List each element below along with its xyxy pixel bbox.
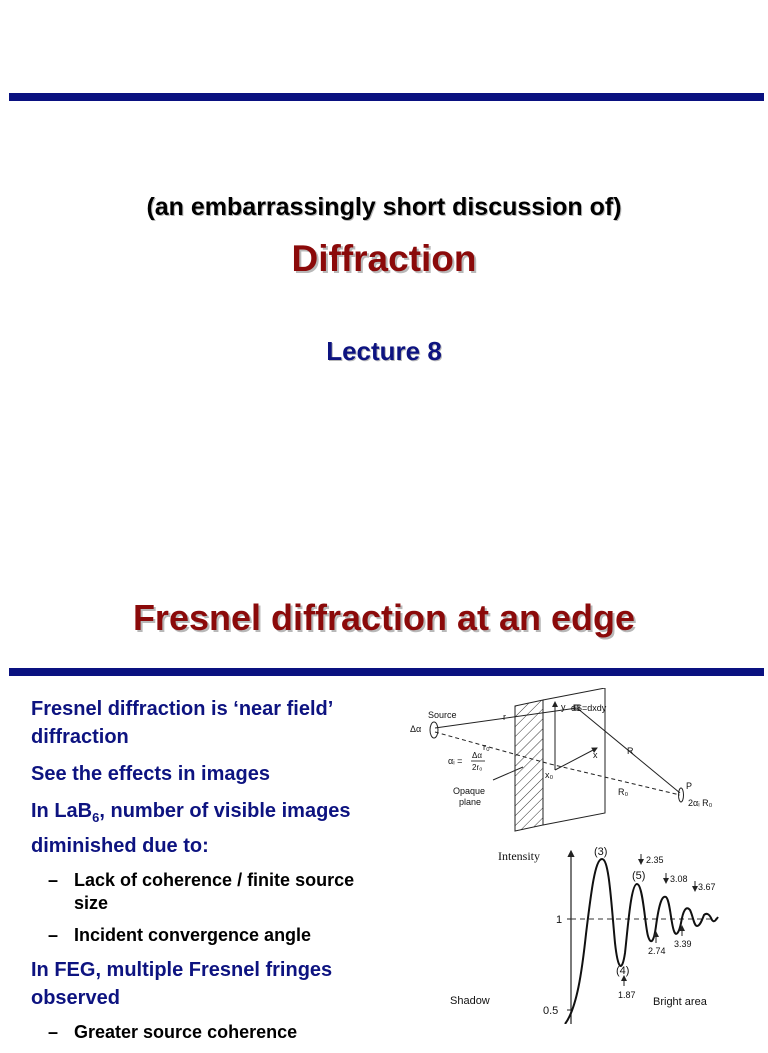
dash-marker: – (48, 925, 59, 945)
lecture-number: Lecture 8 (326, 336, 442, 366)
slide-title: Fresnel diffraction at an edge (132, 597, 636, 638)
label-P: P (686, 781, 692, 791)
intensity-plot (564, 849, 719, 1025)
source-disk (429, 721, 439, 739)
bullet-feg: In FEG, multiple Fresnel fringes observe… (31, 959, 333, 1009)
lab6-prefix: In LaB (31, 800, 93, 822)
sub-bullet-text: Greater source coherence (74, 1022, 298, 1042)
bullet-effects: See the effects in images (31, 763, 270, 785)
sub-bullet-coherence: –Lack of coherence / finite source size (31, 869, 376, 915)
ray-R (576, 707, 681, 794)
aperture-plane (542, 687, 606, 826)
label-187: 1.87 (618, 990, 636, 1000)
cover-subtitle: (an embarrassingly short discussion of) (146, 193, 622, 221)
cover-title: Diffraction (291, 238, 477, 279)
top-divider (9, 93, 764, 101)
sub-bullet-text: Incident convergence angle (74, 925, 312, 945)
tick-label-1: 1 (556, 914, 562, 926)
lab6-subscript: 6 (92, 810, 100, 825)
ray-r0 (434, 731, 551, 765)
label-339: 3.39 (674, 939, 692, 949)
fresnel-figure: Source Δα r r₀ αᵢ = Δα 2r₀ y dS=dxdy x x… (405, 687, 745, 1025)
intensity-curve (564, 857, 719, 1025)
lab6-suffix: , number of visible images diminished du… (31, 800, 351, 857)
label-shadow: Shadow (450, 995, 490, 1007)
bullet-lab6: In LaB6, number of visible images dimini… (31, 797, 376, 860)
geometry-labels: Source Δα r r₀ αᵢ = Δα 2r₀ y dS=dxdy x x… (410, 702, 713, 808)
bullet-list: Fresnel diffraction is ‘near field’ diff… (31, 695, 376, 1053)
label-274: 2.74 (648, 946, 666, 956)
dash-marker: – (48, 1022, 59, 1042)
label-y: y (561, 702, 566, 712)
label-bright-area: Bright area (653, 996, 708, 1008)
label-235: 2.35 (646, 855, 664, 865)
area-element (573, 704, 580, 711)
label-peak-5: (5) (632, 870, 645, 882)
label-x0: x₀ (545, 770, 554, 780)
label-2alpha-R0: 2αᵢ R₀ (688, 798, 713, 808)
x-axis (554, 747, 598, 771)
observation-disk (678, 787, 684, 803)
label-intensity: Intensity (498, 849, 540, 863)
tick-label-05: 0.5 (543, 1005, 558, 1017)
label-R: R (627, 746, 634, 756)
label-plane: plane (459, 797, 481, 807)
fresnel-figure-svg: Source Δα r r₀ αᵢ = Δα 2r₀ y dS=dxdy x x… (410, 687, 719, 1025)
label-367: 3.67 (698, 882, 716, 892)
label-r0: r₀ (483, 742, 490, 752)
label-r: r (503, 712, 506, 722)
opaque-plane (514, 699, 544, 832)
sub-bullet-greater: –Greater source coherence (31, 1021, 376, 1044)
plot-labels: Intensity Shadow Bright area 1 0.5 (3) (… (450, 846, 716, 1017)
label-ds: dS=dxdy (571, 703, 607, 713)
label-308: 3.08 (670, 874, 688, 884)
edge-geometry-diagram (429, 687, 684, 832)
bullet-near-field: Fresnel diffraction is ‘near field’ diff… (31, 698, 333, 748)
sub-bullet-convergence: –Incident convergence angle (31, 924, 376, 947)
sub-bullet-text: Lack of coherence / finite source size (74, 870, 355, 913)
dash-marker: – (48, 870, 59, 890)
label-R0: R₀ (618, 787, 628, 797)
label-alpha-i: αᵢ = (448, 756, 462, 766)
label-min-4: (4) (616, 965, 629, 977)
slide-divider (9, 668, 764, 676)
ray-r (434, 707, 578, 729)
label-alpha-num: Δα (472, 751, 482, 760)
ray-R0 (549, 763, 681, 796)
label-x: x (593, 750, 598, 760)
label-opaque: Opaque (453, 786, 485, 796)
label-peak-3: (3) (594, 846, 607, 858)
label-source: Source (428, 710, 457, 720)
opaque-leader (492, 766, 524, 781)
label-delta-alpha: Δα (410, 724, 421, 734)
label-alpha-den: 2r₀ (472, 763, 482, 772)
